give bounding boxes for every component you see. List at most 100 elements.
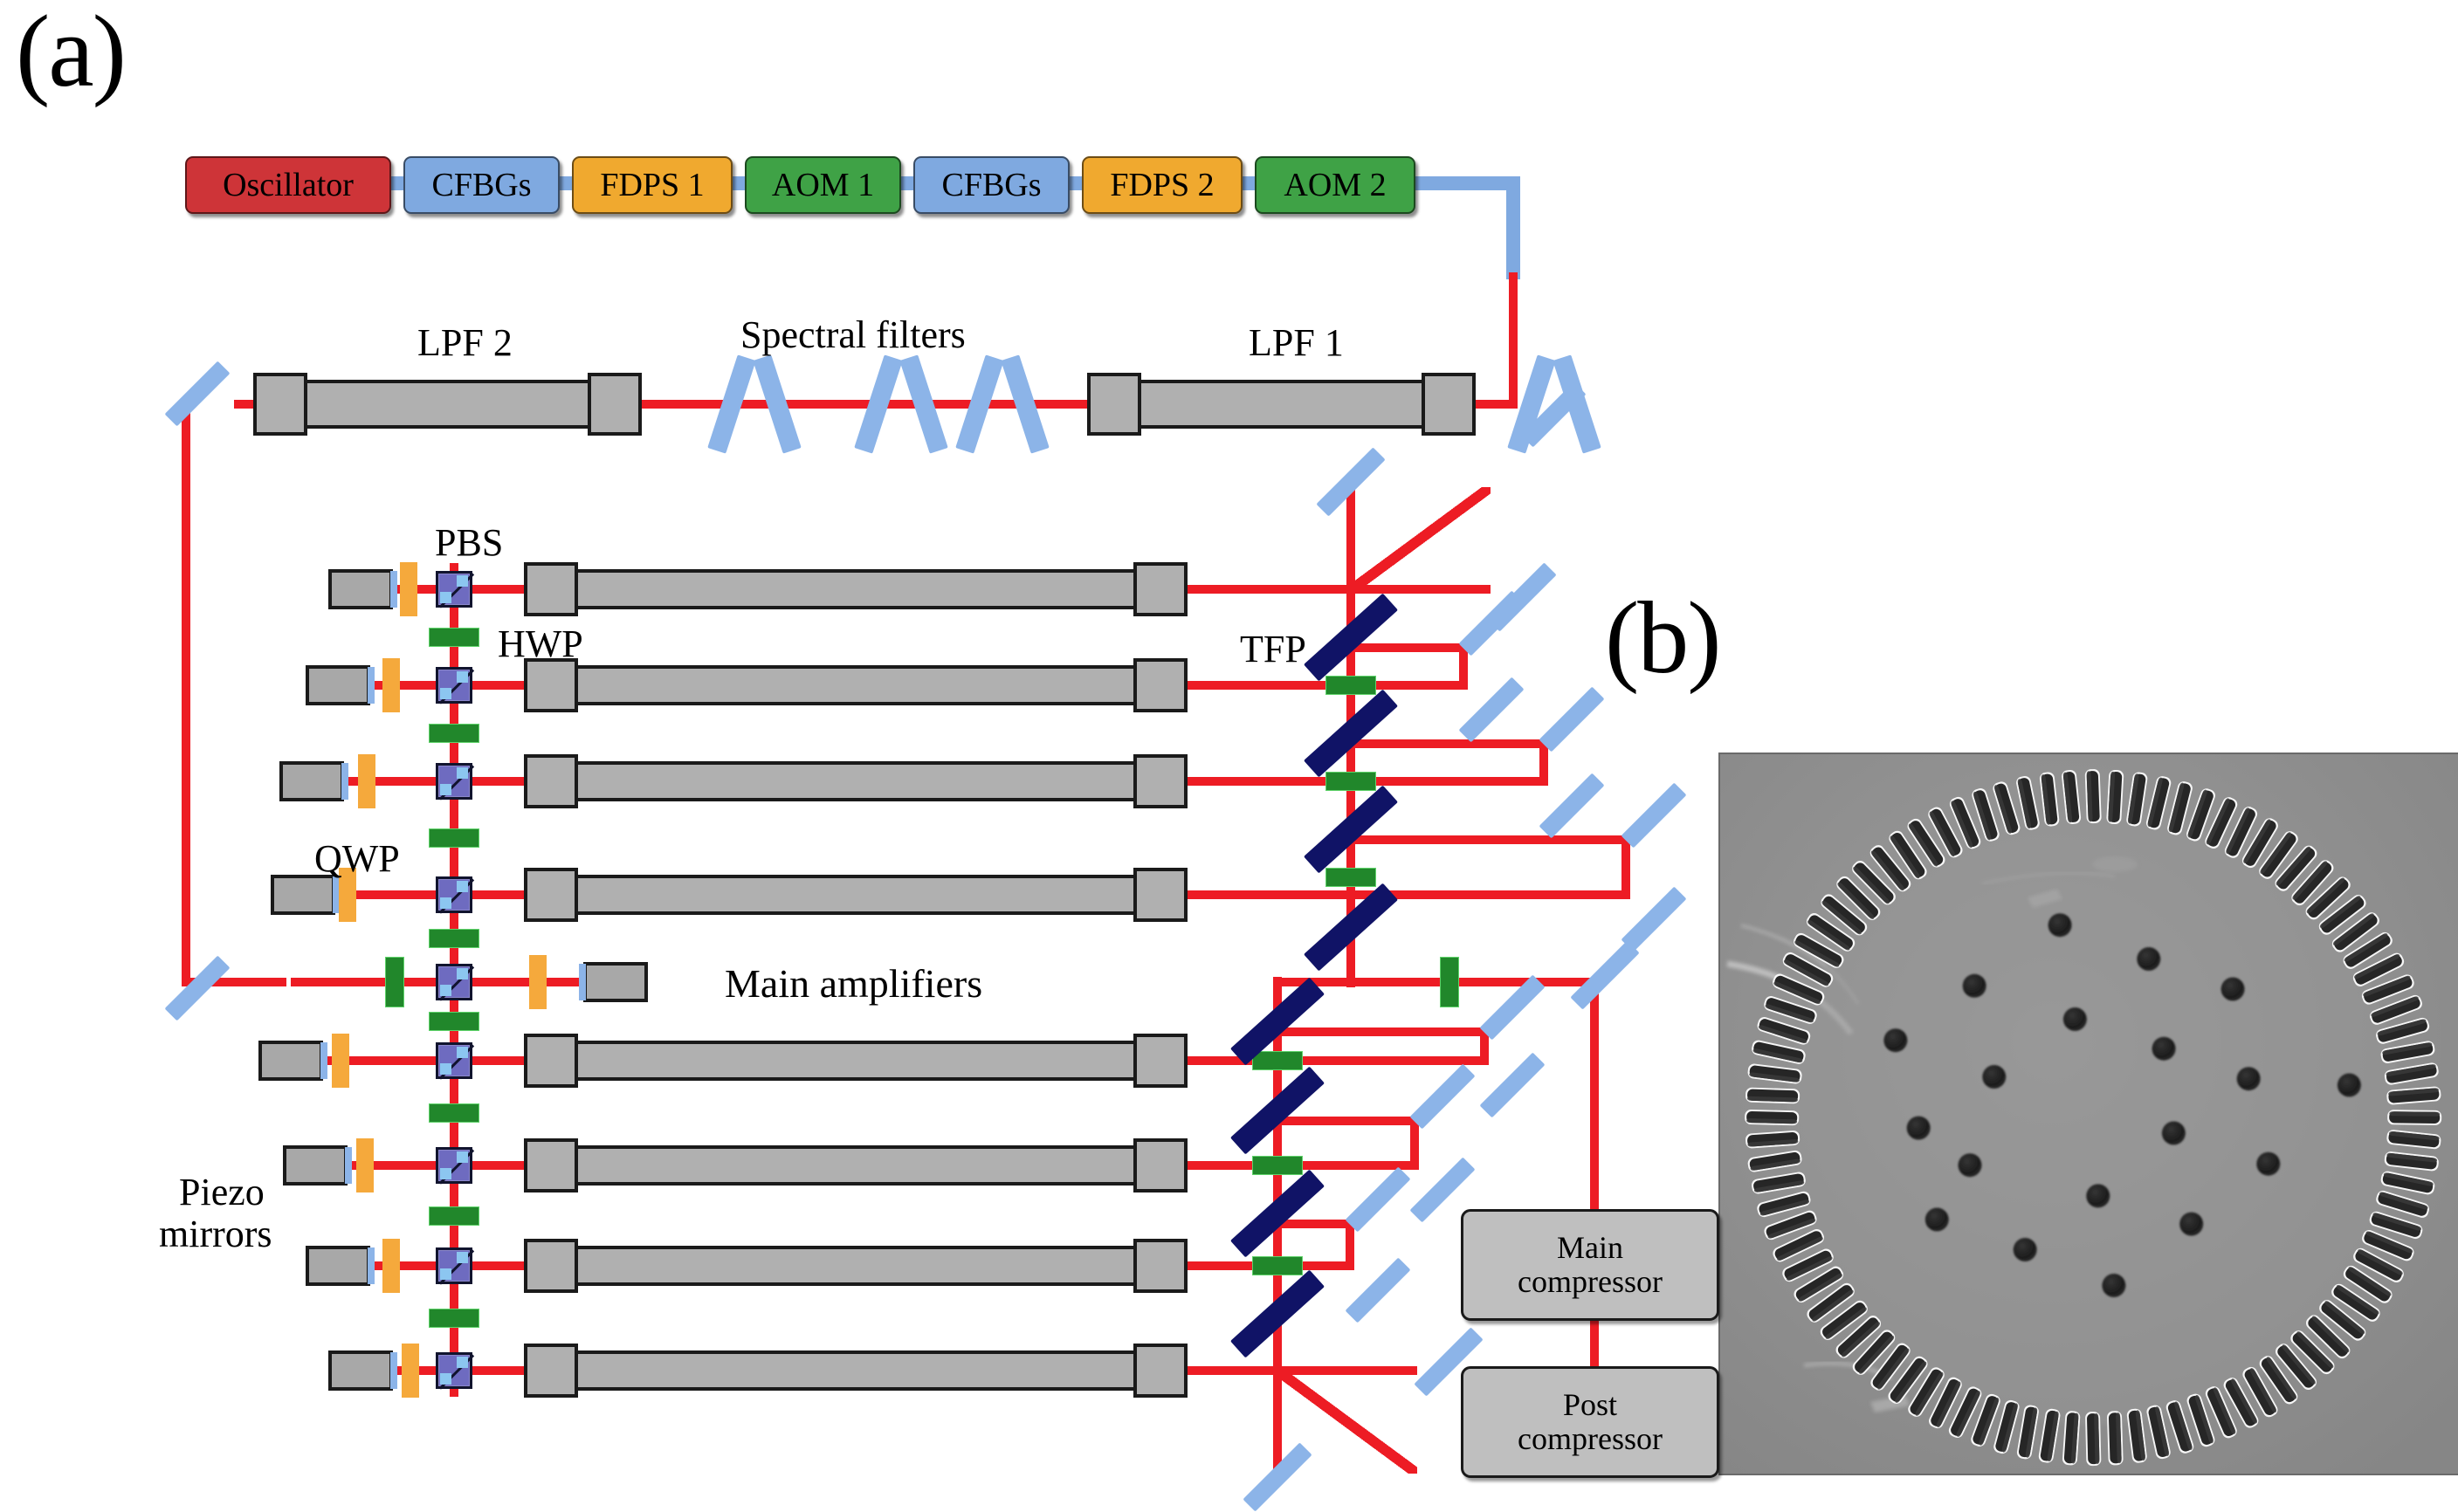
amplifier-rod-cap-right [1133, 754, 1188, 808]
piezo-mirror[interactable] [328, 1350, 397, 1391]
beam-delay-side [1410, 1117, 1419, 1170]
pbs-cube[interactable] [436, 876, 472, 913]
amplifier-rod-cap-right [1133, 868, 1188, 922]
pbs-cube[interactable] [436, 1247, 472, 1284]
qwp-plate[interactable] [402, 1344, 419, 1398]
qwp-plate[interactable] [382, 1239, 400, 1293]
hwp-plate[interactable] [1252, 1156, 1303, 1175]
pbs-cube[interactable] [436, 667, 472, 704]
amplifier-rod-cap-right [1133, 1034, 1188, 1088]
beam-pbs-to-rod [470, 1366, 529, 1375]
hwp-plate[interactable] [429, 1206, 479, 1226]
mirror-delay-upper [1539, 686, 1605, 753]
beam-rod-to-tfp [1182, 1056, 1283, 1065]
pbs-facet [440, 688, 451, 699]
piezo-mirror[interactable] [579, 962, 648, 1002]
qwp-plate[interactable] [358, 754, 375, 808]
main-amplifier-rod [524, 754, 1188, 808]
amplifier-rod-cap-left [524, 1239, 578, 1293]
beam-bottom-fold-horiz [1277, 1366, 1417, 1375]
qwp-plate[interactable] [356, 1138, 374, 1192]
piezo-mirrors-label-2: mirrors [159, 1213, 272, 1255]
hwp-plate[interactable] [429, 1103, 479, 1123]
pbs-facet [440, 592, 451, 603]
beam-down-to-preamp [1509, 272, 1518, 409]
qwp-plate[interactable] [529, 955, 547, 1009]
beam-delay-bottom [1351, 681, 1463, 690]
amplifier-lpf1 [1087, 373, 1476, 436]
amplifier-rod-body [524, 1041, 1188, 1081]
beam-left-vertical [182, 399, 190, 982]
pbs-cube[interactable] [436, 1042, 472, 1079]
hwp-plate-vertical[interactable] [1440, 957, 1459, 1007]
qwp-plate[interactable] [400, 562, 417, 616]
piezo-mirror[interactable] [283, 1145, 352, 1186]
pbs-cube[interactable] [436, 763, 472, 800]
chain-block-fdps-2[interactable]: FDPS 2 [1082, 156, 1243, 214]
piezo-mirror[interactable] [328, 569, 397, 609]
amplifier-rod-cap-left [524, 658, 578, 712]
pbs-facet [440, 1268, 451, 1280]
beam-output-right [1277, 978, 1594, 986]
beam-pbs-to-rod [470, 1261, 529, 1270]
pbs-cube[interactable] [436, 1147, 472, 1184]
qwp-plate[interactable] [382, 658, 400, 712]
chain-block-aom-2[interactable]: AOM 2 [1255, 156, 1415, 214]
chain-block-fdps-1[interactable]: FDPS 1 [572, 156, 733, 214]
pbs-cube[interactable] [436, 571, 472, 608]
piezo-mirror[interactable] [271, 875, 340, 915]
hwp-plate[interactable] [429, 828, 479, 848]
pbs-cube[interactable] [436, 1352, 472, 1389]
hwp-plate[interactable] [429, 724, 479, 743]
hwp-plate[interactable] [1325, 676, 1376, 695]
mirror-lpf2-left-turn [164, 361, 231, 427]
pbs-cube[interactable] [436, 964, 472, 1000]
hwp-plate-vertical[interactable] [385, 957, 404, 1007]
chain-block-aom-1[interactable]: AOM 1 [745, 156, 901, 214]
hwp-plate[interactable] [429, 628, 479, 647]
beam-rod-to-tfp [1182, 681, 1356, 690]
mirror-top-fold-out [1487, 562, 1557, 632]
piezo-mirror[interactable] [279, 761, 348, 801]
hwp-plate[interactable] [1325, 772, 1376, 791]
beam-delay-side [1346, 1220, 1354, 1270]
pbs-facet [440, 1373, 451, 1385]
beam-rod-to-tfp [1182, 890, 1356, 899]
beam-delay-side [1480, 1027, 1489, 1065]
qwp-plate[interactable] [339, 868, 356, 922]
pbs-facet [440, 1168, 451, 1179]
pbs-facet [440, 985, 451, 996]
qwp-label: QWP [314, 837, 400, 880]
panel-b-label: (b) [1605, 581, 1722, 695]
beam-rod-to-tfp [1182, 1366, 1283, 1375]
mirror-delay-lower [1458, 677, 1525, 743]
mirror-array-input-turn [164, 955, 231, 1021]
hwp-plate[interactable] [429, 929, 479, 948]
beam-piezo-to-pbs [372, 1261, 458, 1270]
piezo-mirror[interactable] [258, 1041, 327, 1081]
hwp-plate[interactable] [429, 1012, 479, 1031]
beam-delay-bottom [1277, 1056, 1484, 1065]
chain-block-oscillator[interactable]: Oscillator [185, 156, 391, 214]
pbs-facet [457, 1252, 468, 1263]
qwp-plate[interactable] [332, 1034, 349, 1088]
hwp-plate[interactable] [1252, 1051, 1303, 1070]
hwp-plate[interactable] [1325, 868, 1376, 887]
mirror-delay-upper [1409, 1063, 1476, 1130]
piezo-mirror[interactable] [306, 1246, 375, 1286]
chain-block-cfbgs[interactable]: CFBGs [403, 156, 560, 214]
beam-piezo-to-pbs [395, 585, 458, 594]
amplifier-rod-body [253, 380, 642, 429]
beam-rod-to-tfp [1182, 1161, 1283, 1170]
chain-block-cfbgs[interactable]: CFBGs [913, 156, 1070, 214]
beam-delay-top [1277, 1220, 1350, 1228]
amplifier-rod-cap-left [524, 1034, 578, 1088]
amplifier-rod-cap-left [524, 1138, 578, 1192]
hwp-plate[interactable] [1252, 1256, 1303, 1275]
piezo-mirror[interactable] [306, 665, 375, 705]
hwp-plate[interactable] [429, 1309, 479, 1328]
amplifier-rod-cap-right [1133, 562, 1188, 616]
